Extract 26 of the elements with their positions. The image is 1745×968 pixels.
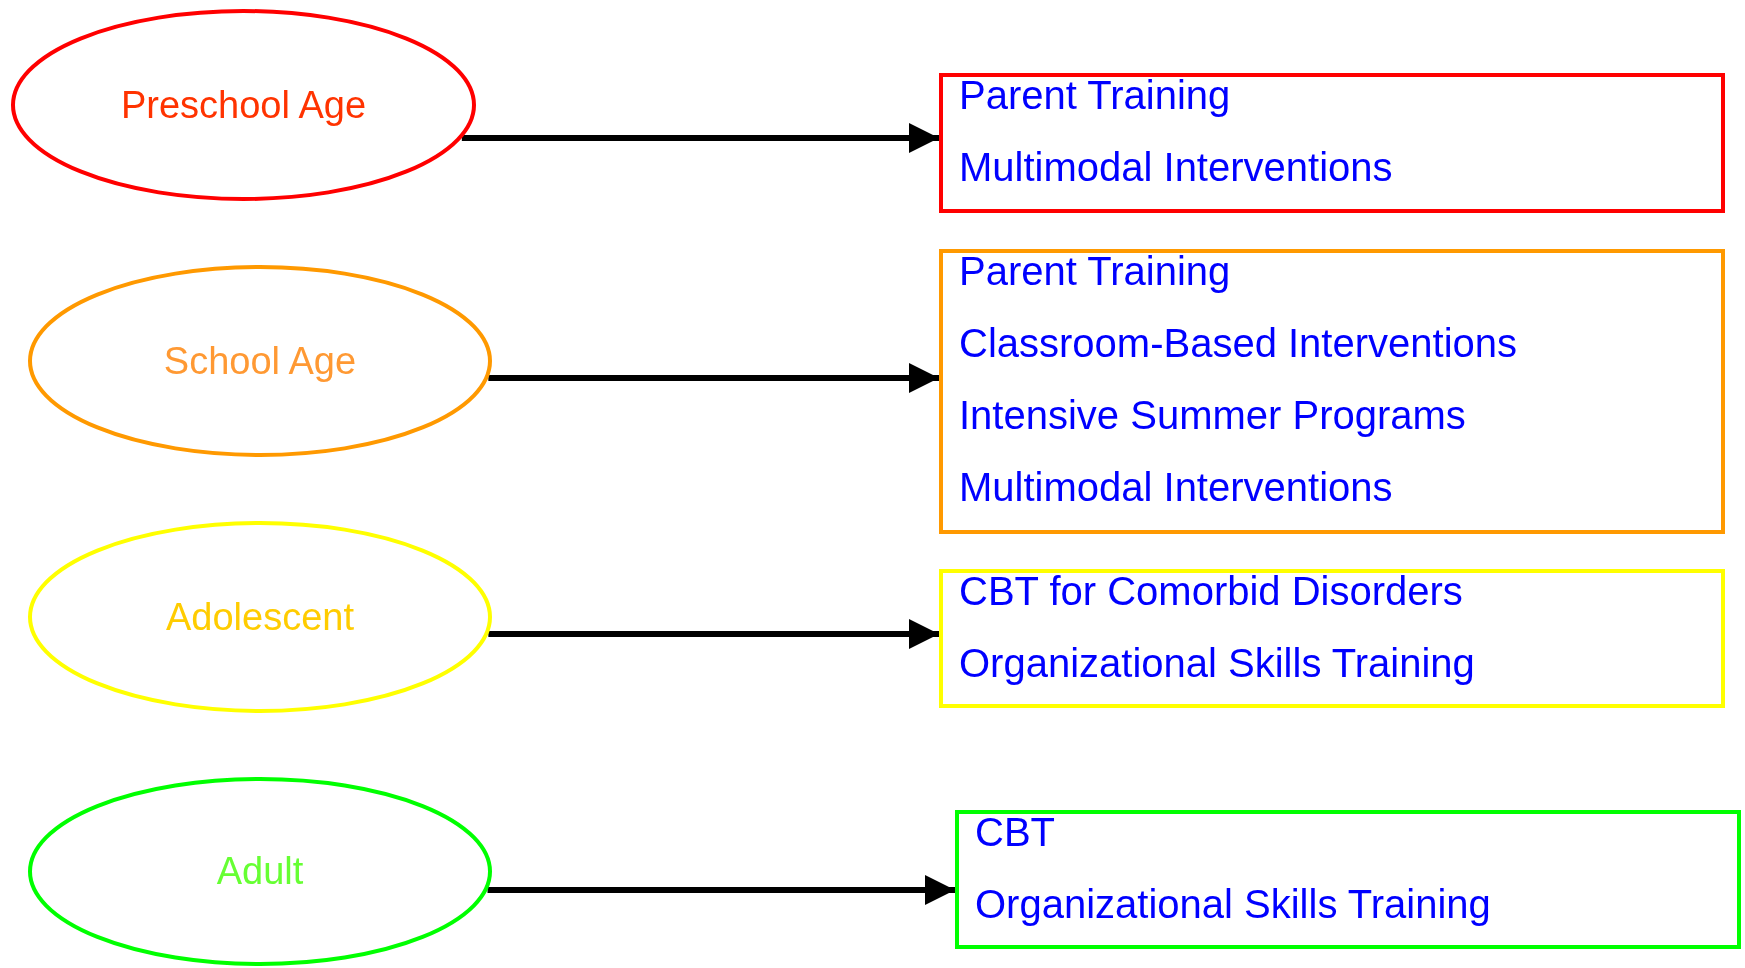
treatment-label: Intensive Summer Programs	[959, 392, 1466, 439]
treatment-label: Organizational Skills Training	[975, 881, 1491, 928]
treatment-label: Parent Training	[959, 248, 1231, 295]
treatment-label: CBT for Comorbid Disorders	[959, 568, 1463, 615]
treatment-label: Parent Training	[959, 72, 1231, 119]
treatment-label: CBT	[975, 809, 1055, 856]
treatment-box	[939, 73, 1725, 213]
treatment-label: Organizational Skills Training	[959, 640, 1475, 687]
treatment-label: Multimodal Interventions	[959, 144, 1393, 191]
treatment-box	[939, 249, 1725, 534]
arrow	[488, 619, 939, 649]
treatment-label: Multimodal Interventions	[959, 464, 1393, 511]
age-group-ellipse	[28, 777, 492, 966]
arrow	[461, 123, 939, 153]
treatment-box	[955, 810, 1741, 949]
age-group-label: School Age	[163, 339, 357, 383]
age-group-ellipse	[28, 521, 492, 713]
age-group-ellipse	[11, 9, 476, 201]
arrow	[488, 363, 939, 393]
age-group-label: Adult	[216, 850, 304, 893]
arrow	[487, 875, 955, 905]
age-group-ellipse	[28, 265, 492, 457]
treatment-label: Classroom-Based Interventions	[959, 320, 1518, 367]
age-group-label: Preschool Age	[120, 83, 367, 127]
treatment-box	[939, 569, 1725, 708]
age-group-label: Adolescent	[166, 595, 354, 639]
